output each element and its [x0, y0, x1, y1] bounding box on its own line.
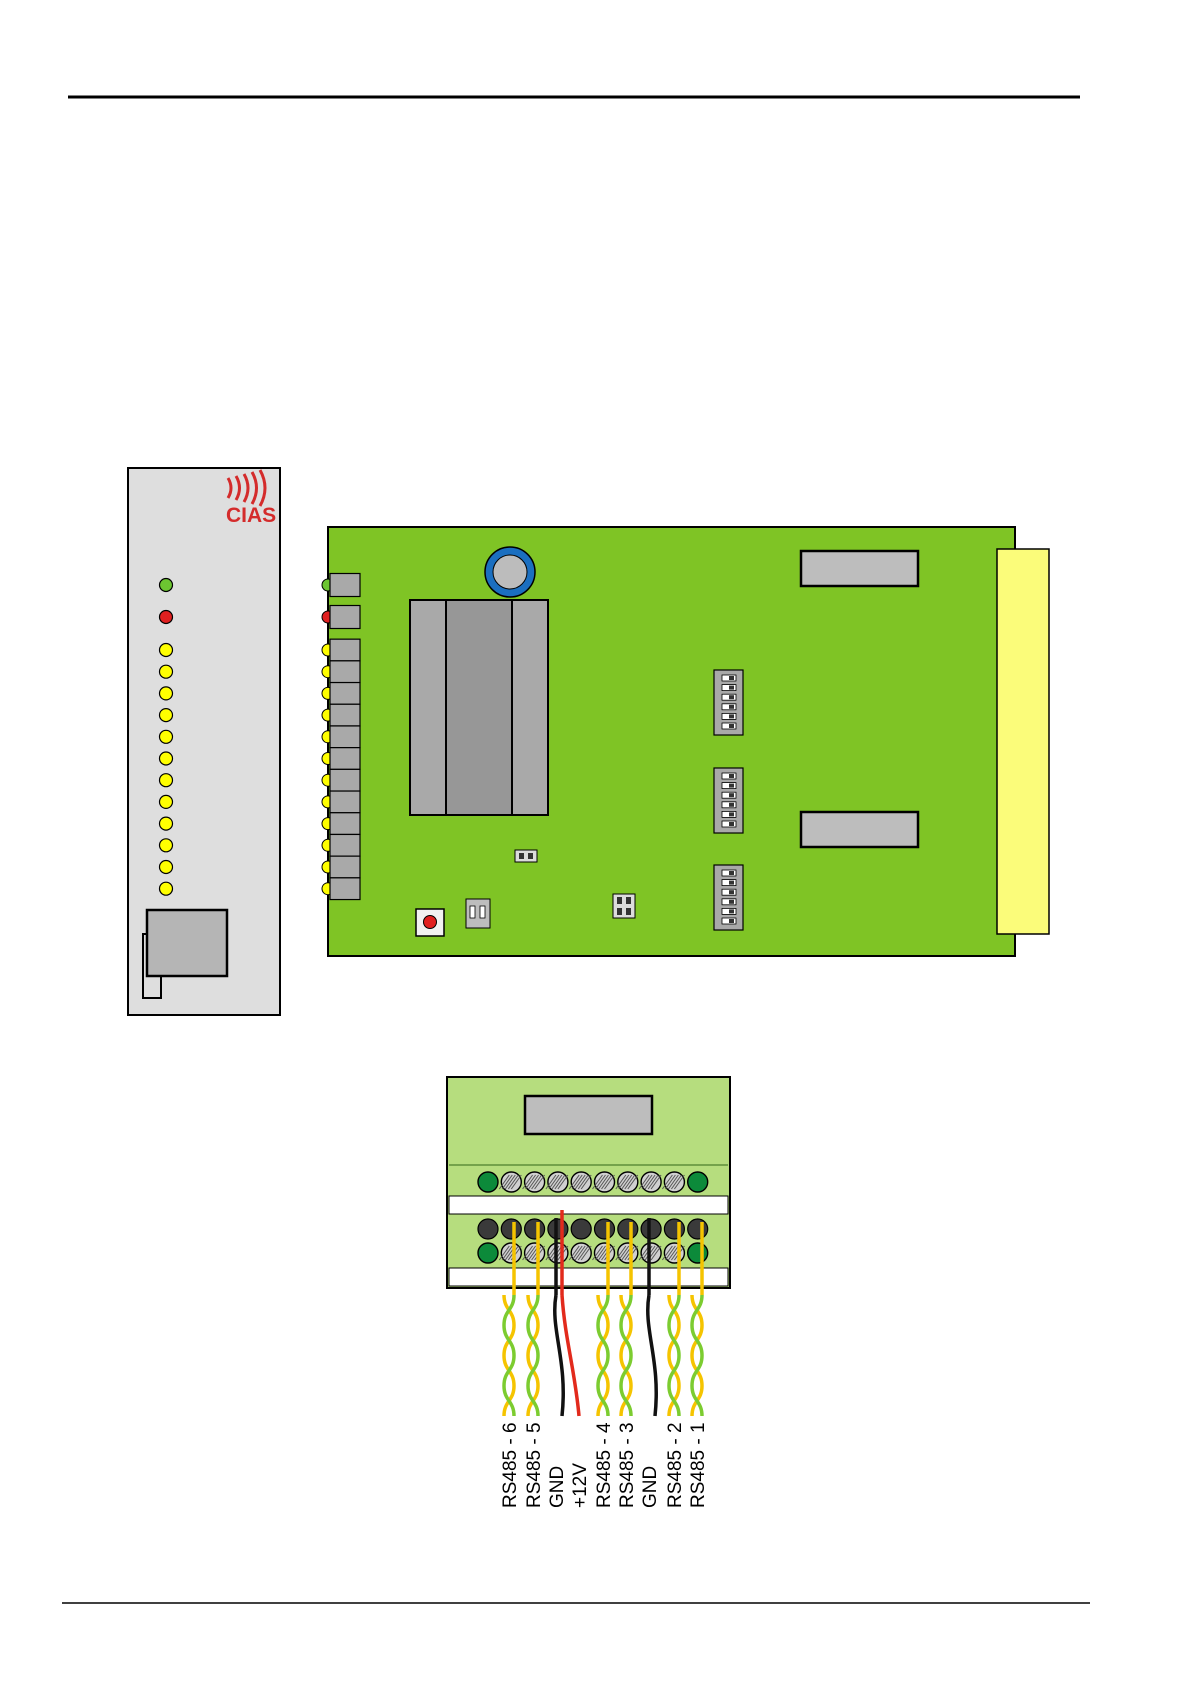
terminal-clamp [618, 1219, 638, 1239]
status-led-yellow [160, 839, 173, 852]
led-socket [330, 791, 360, 813]
jumper-small [515, 850, 537, 862]
terminal-clamp [478, 1219, 498, 1239]
label-strip-top [449, 1196, 728, 1214]
wire-label: RS485 - 4 [594, 1422, 615, 1508]
capacitor-top [493, 555, 527, 589]
status-led-red [160, 611, 173, 624]
front-panel: CIAS [128, 468, 280, 1015]
header-connector-top [801, 551, 918, 586]
wire-label: RS485 - 2 [665, 1422, 686, 1508]
terminal-clamp [688, 1219, 708, 1239]
dip-switch-2pos [466, 899, 490, 928]
led-socket [330, 606, 360, 629]
led-socket [330, 813, 360, 835]
wire-label: +12V [570, 1463, 591, 1508]
terminal-clamp [641, 1219, 661, 1239]
terminal-ground[interactable] [688, 1172, 708, 1192]
reset-button[interactable] [416, 909, 444, 936]
terminal-ground[interactable] [688, 1243, 708, 1263]
status-led-yellow [160, 644, 173, 657]
pcb-led-sockets [322, 574, 360, 900]
dip-switch-bank[interactable] [714, 768, 743, 833]
processor-chip-core [446, 600, 512, 815]
led-socket [330, 769, 360, 791]
led-socket [330, 748, 360, 770]
main-pcb [322, 527, 1049, 956]
led-socket [330, 726, 360, 748]
led-socket [330, 704, 360, 726]
terminal-clamp [571, 1219, 591, 1239]
dip-switch-banks [714, 670, 743, 930]
terminal-clamp [595, 1219, 615, 1239]
wire-label: RS485 - 1 [688, 1422, 709, 1508]
status-led-yellow [160, 861, 173, 874]
terminal-clamp [664, 1219, 684, 1239]
terminal-block [447, 1077, 730, 1288]
terminal-ground[interactable] [478, 1243, 498, 1263]
led-socket [330, 574, 360, 597]
status-led-yellow [160, 882, 173, 895]
header-connector-bottom [801, 812, 918, 847]
led-socket [330, 834, 360, 856]
status-led-yellow [160, 795, 173, 808]
status-led-yellow [160, 687, 173, 700]
status-led-yellow [160, 752, 173, 765]
status-led-yellow [160, 709, 173, 722]
wire-label: RS485 - 5 [524, 1422, 545, 1508]
jumper-dual [613, 894, 635, 918]
dip-switch-bank[interactable] [714, 670, 743, 735]
dip-switch-bank[interactable] [714, 865, 743, 930]
led-socket [330, 878, 360, 900]
wire-label: RS485 - 3 [617, 1422, 638, 1508]
rj-socket [147, 910, 227, 976]
terminal-clamp [548, 1219, 568, 1239]
edge-connector [997, 549, 1049, 934]
led-socket [330, 639, 360, 661]
wire-label: GND [547, 1466, 568, 1508]
status-led-yellow [160, 817, 173, 830]
label-strip-bottom [449, 1268, 728, 1286]
status-led-yellow [160, 774, 173, 787]
logo-text: CIAS [226, 504, 276, 527]
terminal-clamp [501, 1219, 521, 1239]
led-socket [330, 661, 360, 683]
led-socket [330, 683, 360, 705]
terminal-ground[interactable] [478, 1172, 498, 1192]
terminal-header [525, 1096, 652, 1134]
status-led-green [160, 579, 173, 592]
status-led-yellow [160, 665, 173, 678]
terminal-clamp [525, 1219, 545, 1239]
wire-label: RS485 - 6 [500, 1422, 521, 1508]
status-led-yellow [160, 730, 173, 743]
led-socket [330, 856, 360, 878]
wire-label: GND [640, 1466, 661, 1508]
